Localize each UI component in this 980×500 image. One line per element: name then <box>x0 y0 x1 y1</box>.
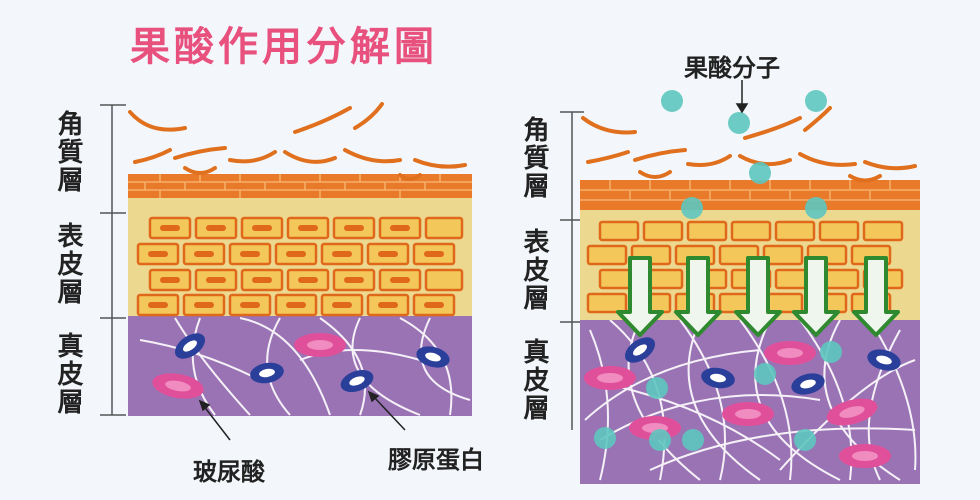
right-corneum-lines <box>580 180 920 201</box>
label-collagen: 膠原蛋白 <box>388 446 484 474</box>
right-hyaluronic-cells <box>584 341 891 468</box>
fruit-acid-molecules <box>594 90 842 451</box>
left-epidermis-bricks <box>136 216 464 317</box>
left-flakes <box>128 102 467 181</box>
left-pointer-arrows <box>198 390 406 441</box>
left-panel <box>100 102 472 441</box>
left-layer-label-dermis: 真皮層 <box>53 332 83 416</box>
right-collagen-cells <box>624 337 901 395</box>
page-title: 果酸作用分解圖 <box>130 24 438 70</box>
label-fruit-acid-molecule: 果酸分子 <box>684 54 780 82</box>
left-corneum-band <box>128 174 472 198</box>
right-flakes <box>581 106 917 183</box>
left-collagen-cells <box>174 333 450 393</box>
right-layer-label-stratum-corneum: 角質層 <box>519 116 549 200</box>
left-layer-label-stratum-corneum: 角質層 <box>53 110 83 194</box>
left-layer-label-epidermis: 表皮層 <box>53 222 83 306</box>
left-hyaluronic-cells <box>152 333 346 399</box>
right-layer-label-dermis: 真皮層 <box>519 338 549 422</box>
right-penetration-arrows <box>616 256 900 337</box>
right-panel <box>560 80 920 484</box>
left-bracket <box>100 104 126 416</box>
molecule-pointer <box>735 80 749 114</box>
right-layer-label-epidermis: 表皮層 <box>519 228 549 312</box>
label-hyaluronic-acid: 玻尿酸 <box>193 458 265 486</box>
